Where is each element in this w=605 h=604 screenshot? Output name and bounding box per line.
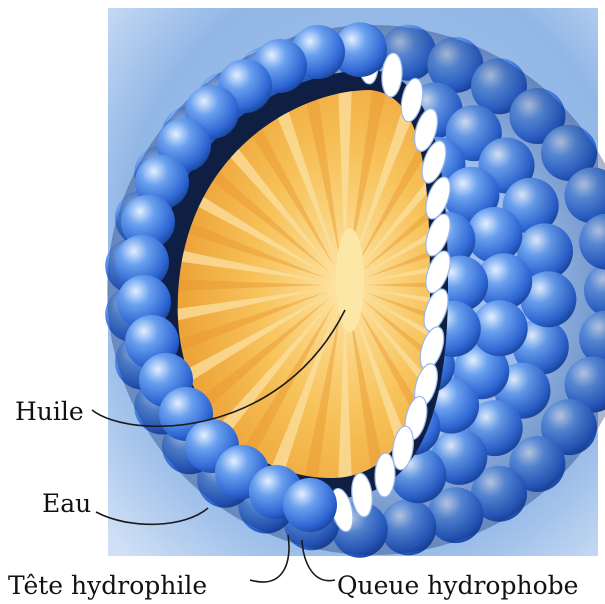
hydrophobic-tail-label: Queue hydrophobe	[337, 571, 578, 600]
water-label: Eau	[42, 489, 91, 518]
hydrophilic-head-sphere	[283, 478, 337, 532]
hydrophilic-head-label: Tête hydrophile	[8, 571, 207, 600]
oil-label: Huile	[15, 397, 84, 426]
